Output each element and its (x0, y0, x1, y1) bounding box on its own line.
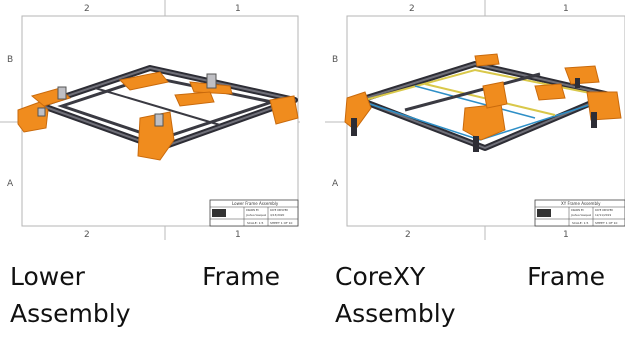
sheet-number: SHEET 1 OF 10 (595, 221, 618, 225)
zone-label: 2 (405, 230, 411, 240)
cc-license-icon (537, 209, 551, 217)
caption-corexy-frame: CoreXY Frame Assembly (335, 262, 605, 328)
zone-label: 1 (235, 230, 241, 240)
sheet-number: SHEET 1 OF 10 (270, 221, 293, 225)
date: 12/11/2019 (595, 213, 611, 217)
date: 4/13/2020 (270, 213, 285, 217)
drawn-by: Joshua Vasquez (245, 213, 267, 217)
frame-assembly-render (17, 65, 299, 161)
date-label: DATE CREATED (595, 209, 613, 212)
zone-label: A (7, 179, 14, 189)
title-block: Lower Frame Assembly DRAWN BY Joshua Vas… (209, 199, 299, 227)
drawn-by-label: DRAWN BY (571, 209, 584, 212)
title-block-title: Lower Frame Assembly (232, 201, 279, 206)
drawing-lower-frame: 2 1 2 1 B A (0, 0, 300, 240)
drawn-by-label: DRAWN BY (246, 209, 259, 212)
cc-license-icon (212, 209, 226, 217)
corexy-assembly-render (344, 53, 622, 152)
caption-lower-frame: Lower Frame Assembly (10, 262, 280, 328)
scale: SCALE: 1:5 (572, 221, 589, 225)
title-block-title: XY Frame Assembly (561, 201, 601, 206)
zone-label: 1 (563, 4, 569, 14)
zone-label: 2 (84, 4, 90, 14)
zone-label: A (332, 179, 339, 189)
zone-label: B (7, 55, 13, 65)
scale: SCALE: 1:5 (247, 221, 264, 225)
date-label: DATE CREATED (270, 209, 288, 212)
zone-label: 2 (84, 230, 90, 240)
drawing-sheet-corexy-frame: 2 1 2 1 B A (325, 0, 625, 240)
zone-label: 1 (563, 230, 569, 240)
drawing-sheet-lower-frame: 2 1 2 1 B A (0, 0, 300, 240)
drawn-by: Joshua Vasquez (570, 213, 592, 217)
drawing-corexy-frame: 2 1 2 1 B A (325, 0, 625, 240)
title-block: XY Frame Assembly DRAWN BY Joshua Vasque… (534, 199, 625, 227)
zone-label: 1 (235, 4, 241, 14)
zone-label: B (332, 55, 338, 65)
zone-label: 2 (409, 4, 415, 14)
